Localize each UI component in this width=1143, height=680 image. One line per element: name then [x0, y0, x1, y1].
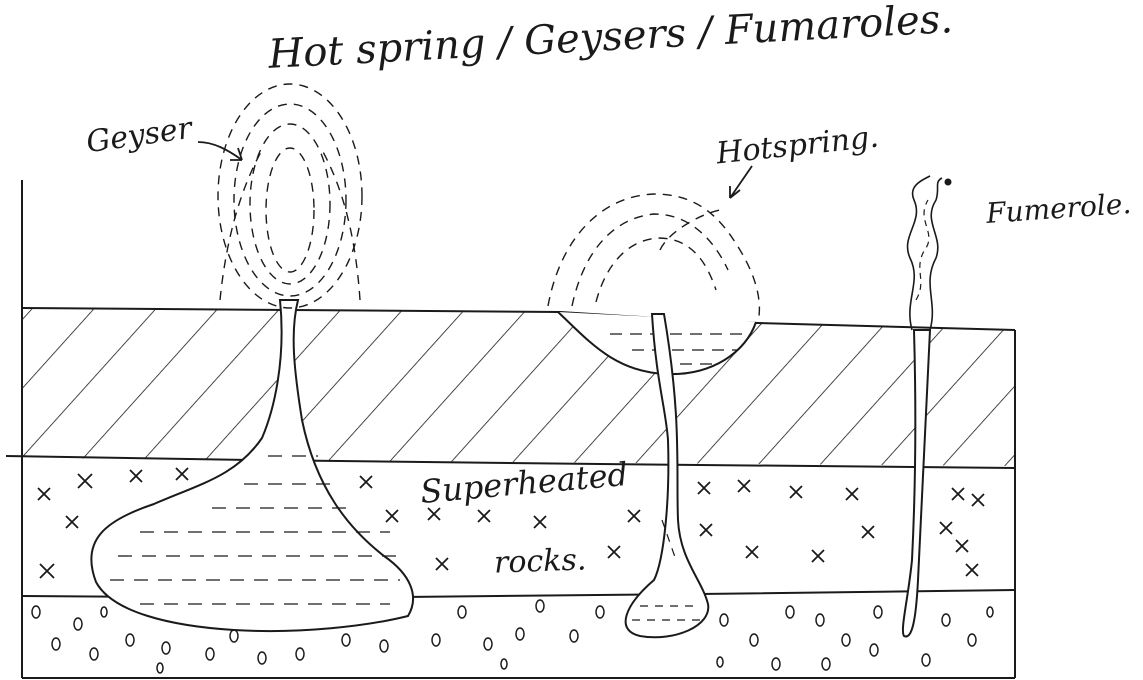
hatched-rock-layer [22, 308, 1015, 466]
geyser-eruption-plume [218, 84, 362, 308]
label-arrows [198, 142, 752, 198]
hotspring-arrow [730, 166, 752, 198]
geyser-arrow [198, 142, 242, 160]
rocks-label: rocks. [493, 542, 586, 580]
hot-spring-steam [548, 194, 759, 322]
